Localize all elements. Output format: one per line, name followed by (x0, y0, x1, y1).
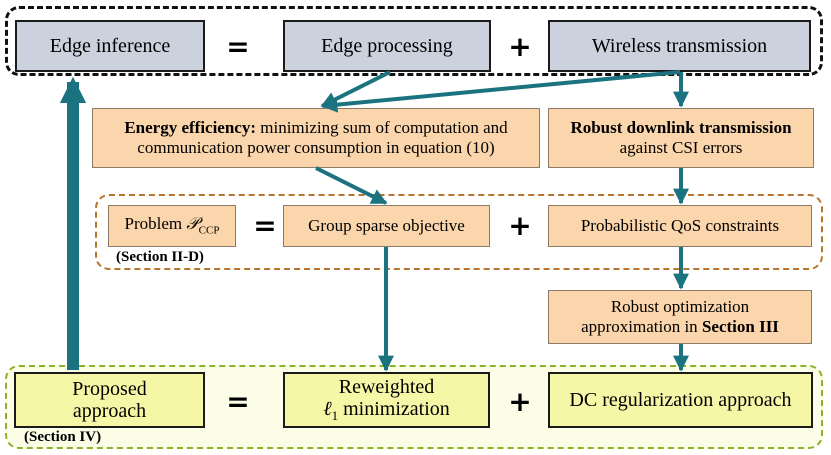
plus-operator-top: + (508, 29, 532, 63)
problem-section-label: (Section II-D) (116, 249, 204, 265)
robust-optimization-section: Section III (701, 317, 779, 336)
equals-operator-bottom: = (226, 384, 250, 418)
equals-operator-top: = (226, 29, 250, 63)
proposed-approach-box: Proposed approach (14, 372, 205, 428)
robust-downlink-line2: against CSI errors (619, 138, 743, 157)
proposed-approach-line2: approach (72, 400, 147, 422)
plus-operator-middle: + (508, 208, 532, 242)
arrow-wireless-to-energy (321, 70, 681, 113)
robust-optimization-line1: Robust optimization (610, 296, 750, 316)
top-group (5, 6, 823, 76)
energy-efficiency-line1-rest: minimizing sum of computation and (256, 117, 508, 137)
probabilistic-qos-label: Probabilistic QoS constraints (580, 215, 780, 235)
arrow-energy-to-group-sparse (315, 166, 388, 205)
probabilistic-qos-box: Probabilistic QoS constraints (548, 205, 812, 247)
group-sparse-label: Group sparse objective (308, 215, 465, 235)
reweighted-ell: ℓ (323, 398, 332, 421)
robust-downlink-bold: Robust downlink transmission (570, 117, 792, 137)
dc-regularization-label: DC regularization approach (569, 389, 792, 411)
proposed-approach-line1: Proposed (72, 378, 147, 400)
arrow-processing-to-energy (320, 70, 391, 108)
problem-symbol: 𝒫 (186, 214, 199, 235)
problem-subscript: CCP (198, 224, 220, 237)
problem-prefix: Problem (124, 214, 187, 234)
middle-group (95, 194, 823, 270)
reweighted-subscript: 1 (331, 408, 339, 424)
energy-efficiency-line2: communication power consumption in equat… (137, 138, 495, 157)
robust-optimization-line2: approximation in Section III (581, 317, 779, 337)
edge-processing-label: Edge processing (321, 35, 453, 57)
wireless-transmission-label: Wireless transmission (591, 35, 768, 57)
robust-optimization-box: Robust optimization approximation in Sec… (548, 290, 812, 344)
reweighted-line1: Reweighted (338, 376, 435, 399)
problem-box: Problem 𝒫CCP (108, 205, 236, 247)
plus-operator-bottom: + (508, 384, 532, 418)
edge-inference-label: Edge inference (49, 35, 171, 57)
group-sparse-box: Group sparse objective (283, 205, 490, 247)
equals-operator-middle: = (253, 208, 277, 242)
energy-efficiency-bold: Energy efficiency: (124, 117, 257, 137)
edge-inference-box: Edge inference (15, 20, 205, 72)
energy-efficiency-line1: Energy efficiency: minimizing sum of com… (124, 118, 507, 138)
proposed-section-label: (Section IV) (24, 429, 102, 445)
dc-regularization-box: DC regularization approach (548, 372, 813, 428)
reweighted-box: Reweighted ℓ1 minimization (283, 372, 490, 428)
energy-efficiency-box: Energy efficiency: minimizing sum of com… (92, 108, 540, 168)
problem-label: Problem 𝒫CCP (125, 214, 220, 238)
robust-downlink-box: Robust downlink transmission against CSI… (548, 108, 814, 168)
edge-processing-box: Edge processing (283, 20, 491, 72)
reweighted-line2: ℓ1 minimization (323, 398, 450, 423)
robust-optimization-line2-prefix: approximation in (581, 317, 702, 336)
reweighted-rest: minimization (338, 398, 450, 421)
